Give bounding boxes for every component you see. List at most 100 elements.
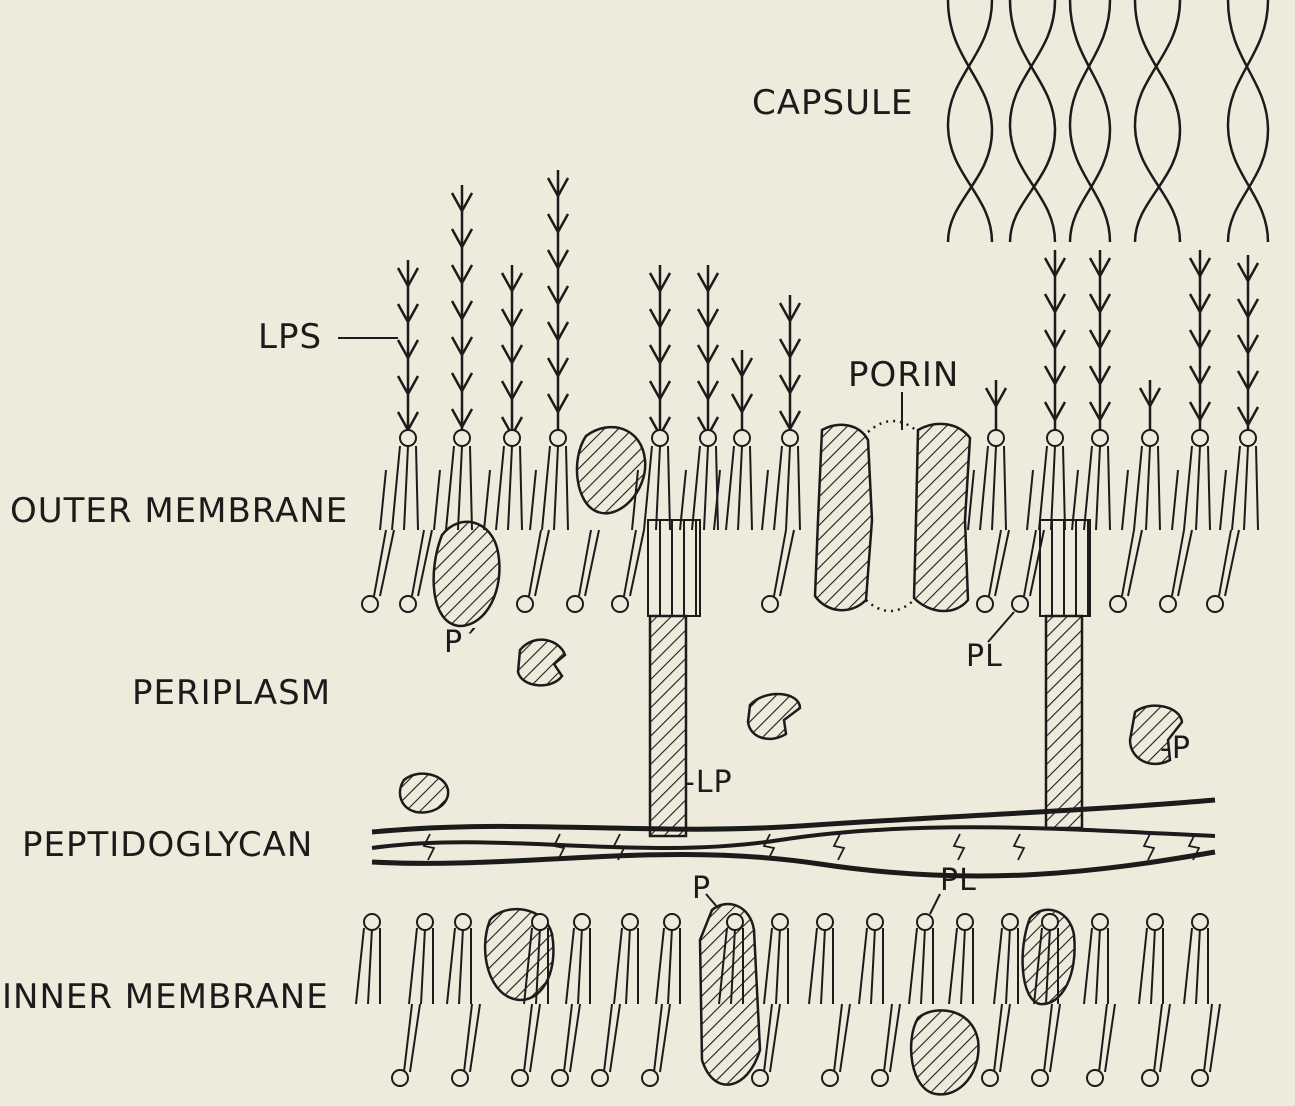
- inner-leaflet-tail: [774, 530, 794, 596]
- capsule-label: CAPSULE: [752, 86, 913, 120]
- phospholipid-head: [1160, 596, 1176, 612]
- inner-membrane-lipid-head: [1092, 914, 1108, 930]
- inner-membrane-lipid-head: [512, 1070, 528, 1086]
- lipoprotein-label: -LP: [684, 768, 733, 798]
- phospholipid-leader-line-outer: [988, 612, 1014, 642]
- outer-lipid-tail: [1220, 446, 1258, 530]
- outer-lipid-tail: [680, 446, 718, 530]
- porin-dotted-arc-top: [868, 421, 918, 432]
- outer-lipid-tail: [484, 446, 522, 530]
- outer-lipid-tail: [714, 446, 752, 530]
- peptidoglycan-layer: [372, 800, 1215, 876]
- inner-membrane-protein: [911, 1010, 978, 1094]
- outer-lipid-head: [988, 430, 1004, 446]
- inner-membrane-lipid-tail: [524, 1004, 540, 1072]
- inner-membrane-lipid-head: [417, 914, 433, 930]
- peptidoglycan-crosslink: [834, 834, 844, 860]
- outer-lipid-head: [454, 430, 470, 446]
- inner-membrane-lipid-head: [867, 914, 883, 930]
- inner-membrane-lipid-tail: [404, 1004, 420, 1072]
- inner-membrane-lipid-tail: [464, 1004, 480, 1072]
- inner-membrane-lipid-tail: [859, 928, 883, 1004]
- periplasmic-protein: [400, 774, 448, 813]
- phospholipid-label-inner: PL: [940, 866, 977, 896]
- lipoprotein-anchor-block: [648, 520, 700, 616]
- inner-membrane-lipid-tail: [994, 928, 1018, 1004]
- inner-membrane-label: INNER MEMBRANE: [2, 980, 329, 1014]
- inner-membrane-lipid-head: [817, 914, 833, 930]
- porin-right-subunit: [914, 424, 970, 611]
- outer-lipid-head: [700, 430, 716, 446]
- peptidoglycan-label: PEPTIDOGLYCAN: [22, 828, 313, 862]
- periplasmic-protein-label-outer: P´: [444, 628, 479, 658]
- periplasmic-protein: [748, 694, 800, 739]
- outer-lipid-head: [1047, 430, 1063, 446]
- phospholipid-head: [400, 596, 416, 612]
- phospholipid-head: [517, 596, 533, 612]
- outer-lipid-head: [1240, 430, 1256, 446]
- inner-membrane-lipid-tail: [654, 1004, 670, 1072]
- outer-lipid-head: [782, 430, 798, 446]
- peptidoglycan-crosslink: [954, 834, 964, 860]
- inner-membrane-lipid-tail: [604, 1004, 620, 1072]
- outer-lipid-head: [1092, 430, 1108, 446]
- inner-membrane-lipid-tail: [409, 928, 433, 1004]
- peptidoglycan-crosslink: [1014, 834, 1024, 860]
- phospholipid-head: [1110, 596, 1126, 612]
- periplasmic-protein: [518, 640, 565, 686]
- inner-membrane-lipid-head: [364, 914, 380, 930]
- inner-leaflet-tail: [412, 530, 432, 596]
- outer-lipid-tail: [380, 446, 418, 530]
- inner-membrane-lipid-tail: [1184, 928, 1208, 1004]
- inner-membrane-lipid-head: [822, 1070, 838, 1086]
- inner-leaflet-tail: [374, 530, 394, 596]
- lps-label: LPS: [258, 320, 322, 354]
- inner-membrane-lipid-head: [1147, 914, 1163, 930]
- peptidoglycan-crosslink: [424, 834, 434, 860]
- phospholipid-head: [762, 596, 778, 612]
- inner-membrane-lipid-tail: [356, 928, 380, 1004]
- inner-membrane-lipid-tail: [909, 928, 933, 1004]
- peptidoglycan-strand: [372, 800, 1215, 832]
- outer-lipid-tail: [1122, 446, 1160, 530]
- inner-membrane-lipid-tail: [949, 928, 973, 1004]
- inner-membrane-lipid-tail: [764, 1004, 780, 1072]
- peptidoglycan-strand: [372, 852, 1215, 876]
- inner-membrane-lipid-tail: [1139, 928, 1163, 1004]
- inner-membrane-lipid-head: [982, 1070, 998, 1086]
- inner-leaflet-tail: [579, 530, 599, 596]
- inner-membrane-lipid-tail: [447, 928, 471, 1004]
- phospholipid-leader-line: [930, 894, 940, 914]
- inner-membrane-lipid-head: [727, 914, 743, 930]
- inner-membrane-lipid-head: [1192, 914, 1208, 930]
- outer-lipid-tail: [1072, 446, 1110, 530]
- outer-lipid-tail: [434, 446, 472, 530]
- inner-membrane-lipid-head: [1192, 1070, 1208, 1086]
- outer-lipid-head: [734, 430, 750, 446]
- porin-label: PORIN: [848, 358, 959, 392]
- inner-membrane-lipid-tail: [834, 1004, 850, 1072]
- protein-label-periplasm: -P: [1160, 734, 1191, 764]
- outer-lipid-head: [1192, 430, 1208, 446]
- inner-membrane-lipid-head: [1002, 914, 1018, 930]
- inner-membrane-lipid-tail: [566, 928, 590, 1004]
- outer-membrane-label: OUTER MEMBRANE: [10, 494, 348, 528]
- peptidoglycan-crosslink: [1144, 834, 1154, 860]
- inner-membrane-lipid-head: [1087, 1070, 1103, 1086]
- inner-leaflet-tail: [1172, 530, 1192, 596]
- inner-membrane-lipid-head: [752, 1070, 768, 1086]
- lipoprotein-stalk: [650, 616, 686, 836]
- inner-membrane-lipid-head: [1142, 1070, 1158, 1086]
- inner-membrane-lipid-tail: [884, 1004, 900, 1072]
- inner-membrane-lipid-tail: [656, 928, 680, 1004]
- inner-membrane-lipid-tail: [764, 928, 788, 1004]
- inner-membrane-lipid-head: [452, 1070, 468, 1086]
- inner-membrane-lipid-head: [872, 1070, 888, 1086]
- inner-membrane-lipid-head: [917, 914, 933, 930]
- outer-lipid-tail: [1027, 446, 1065, 530]
- capsule-fibers: [948, 0, 1268, 242]
- outer-lipid-tail: [1172, 446, 1210, 530]
- outer-lipid-head: [652, 430, 668, 446]
